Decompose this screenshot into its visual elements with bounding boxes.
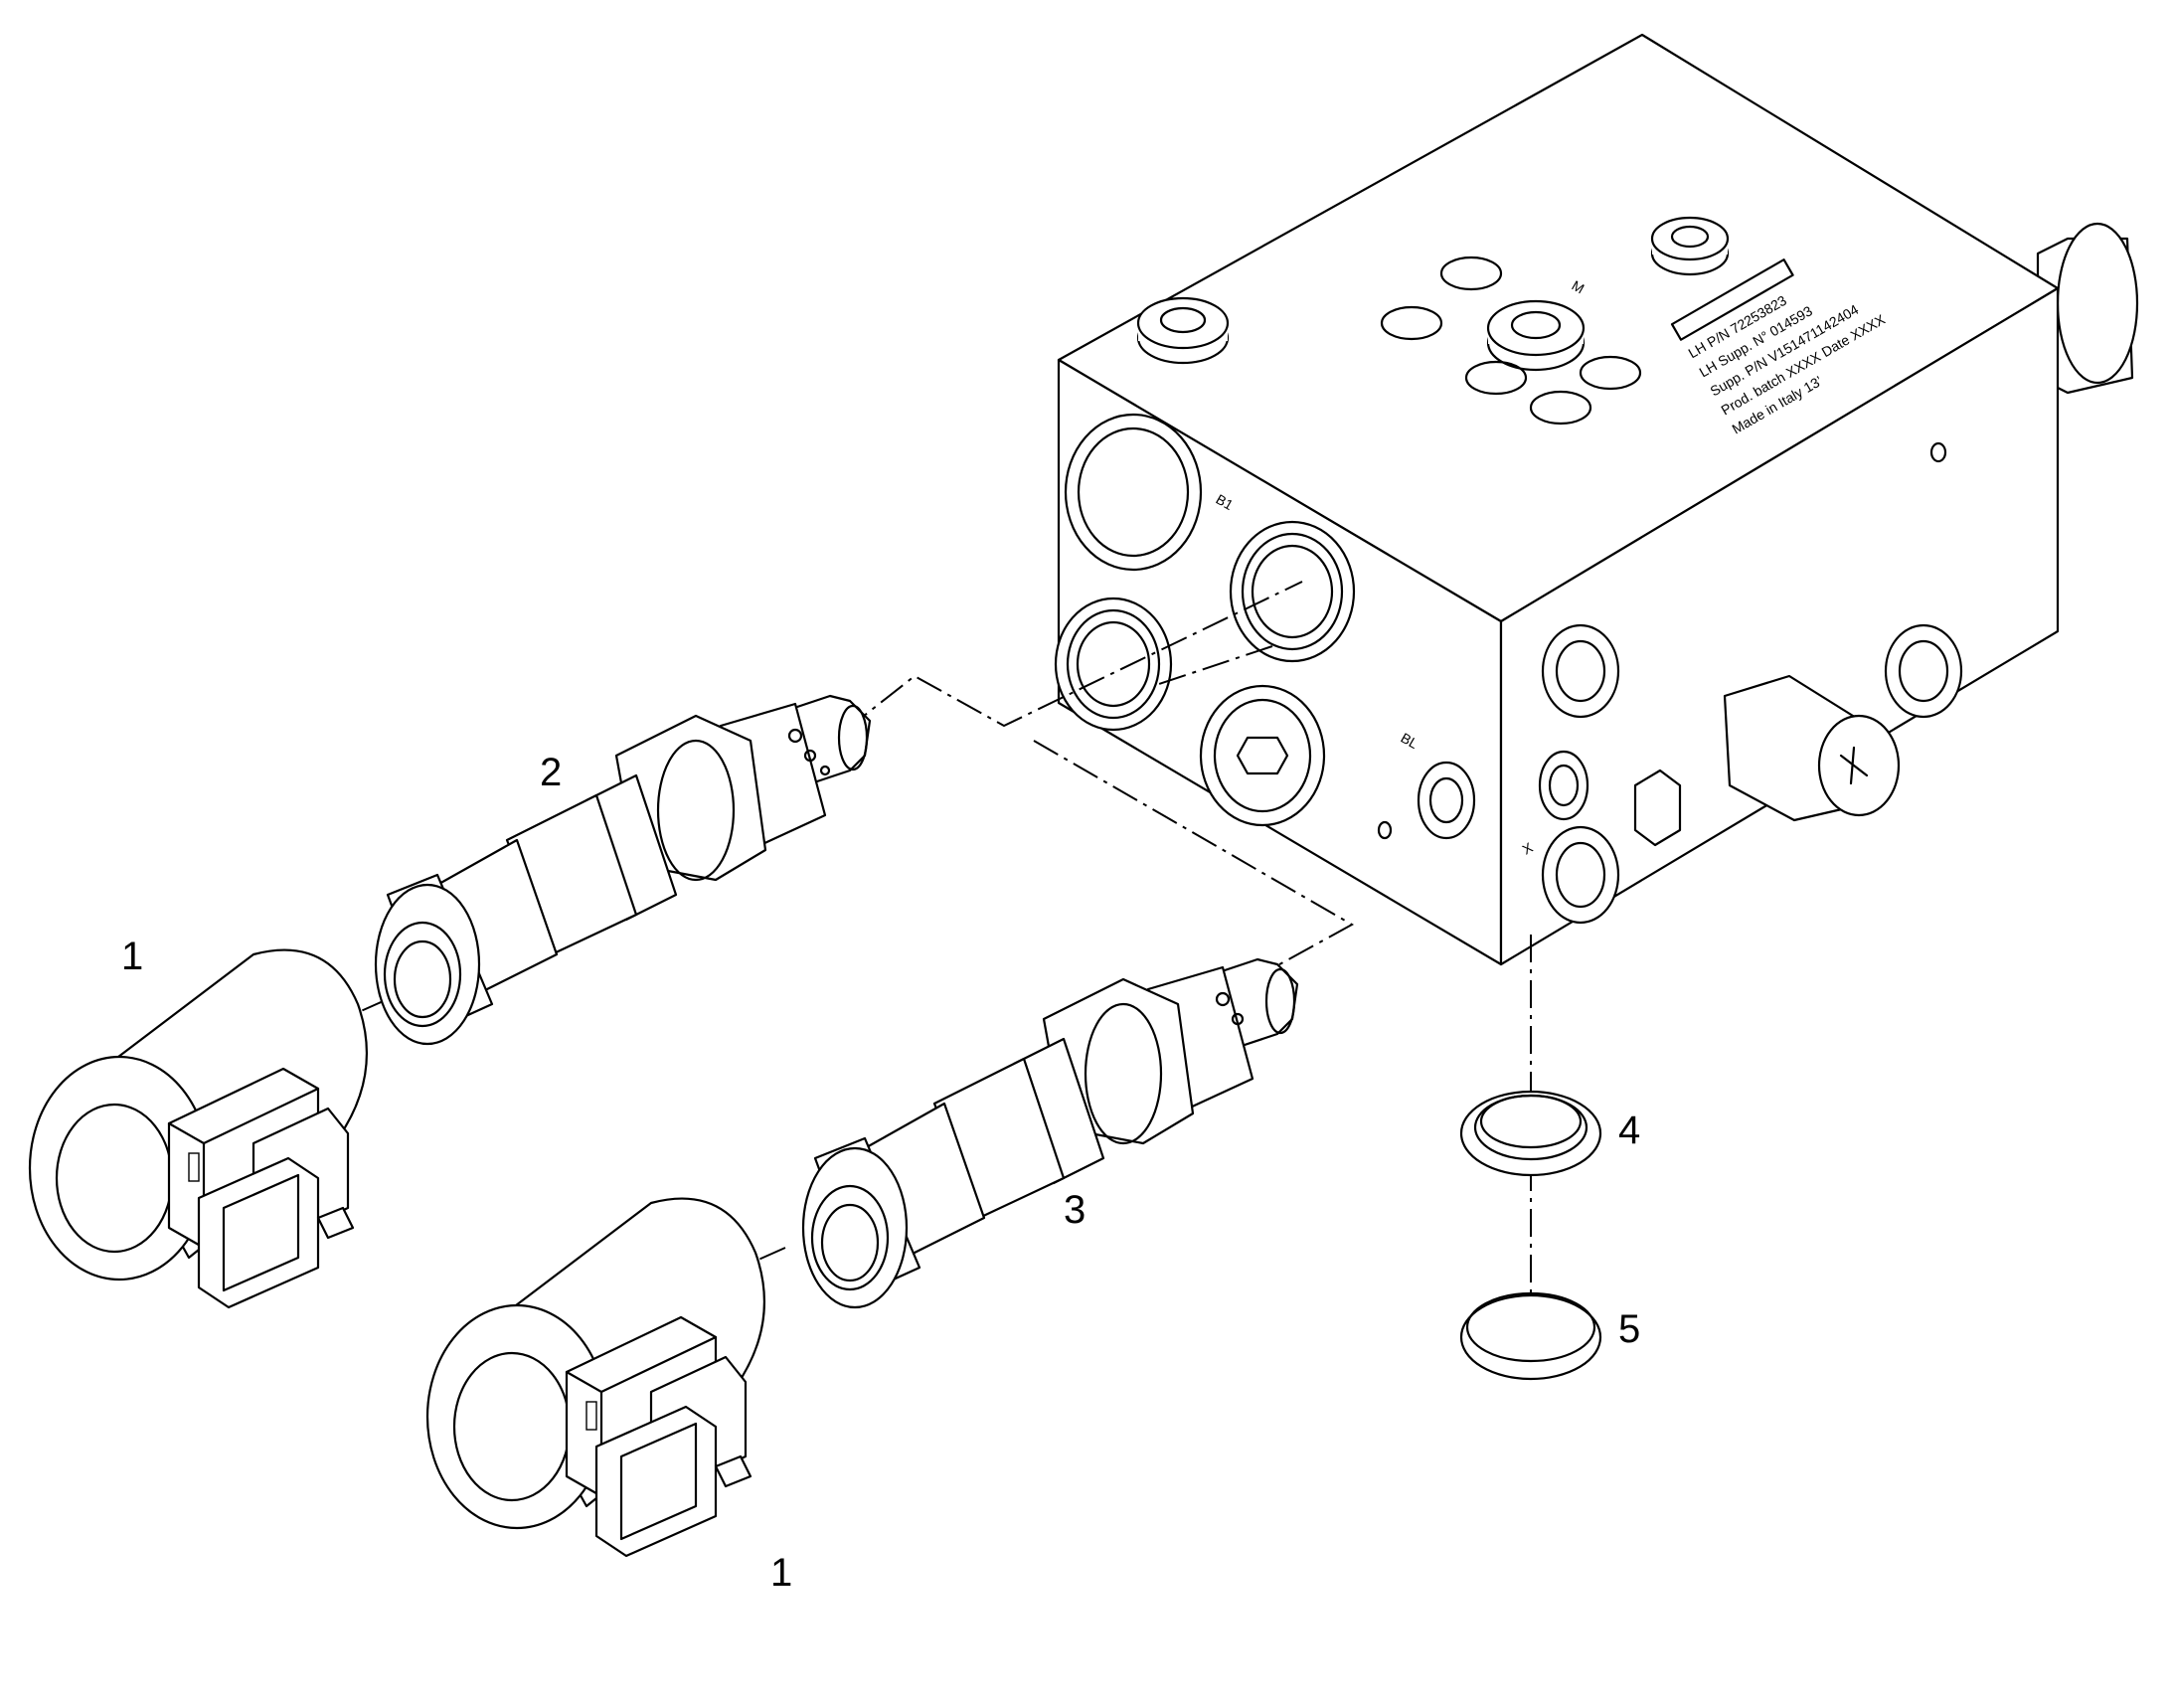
- cartridge-valve-lower: [801, 957, 1299, 1309]
- right-hex-nut: [1633, 769, 1682, 847]
- callout-cartridge-lower: 3: [1064, 1188, 1086, 1232]
- right-plug-upper-right: [1884, 623, 1963, 719]
- port-marking-bl: BL: [1399, 730, 1421, 753]
- callout-labels: 1 1 2 3 4 5: [121, 751, 1640, 1595]
- port-cartridge-lower: [1054, 597, 1173, 732]
- callout-seal-upper: 4: [1618, 1109, 1640, 1152]
- top-face-holes: [1380, 256, 1642, 426]
- right-plug-lower: [1541, 825, 1620, 925]
- block-side-boss: [2036, 222, 2139, 395]
- callout-seal-lower: 5: [1618, 1307, 1640, 1351]
- port-b1-large: [1064, 413, 1203, 572]
- port-cartridge-upper: [1229, 520, 1356, 663]
- front-hex-plug: [1199, 684, 1326, 827]
- callout-cartridge-upper: 2: [540, 751, 562, 794]
- callout-coil-upper: 1: [121, 935, 143, 978]
- cartridge-valve-upper: [374, 694, 872, 1046]
- right-face-pin: [1929, 441, 1947, 463]
- right-cap-fitting: [1723, 674, 1901, 822]
- top-plug-left: [1136, 296, 1230, 365]
- valve-block: LH P/N 72253823 LH Supp. N° 014593 Supp.…: [1054, 33, 2139, 966]
- top-plug-center: [1486, 299, 1586, 372]
- solenoid-coil-upper: [28, 948, 368, 1309]
- solenoid-coil-lower: [425, 1197, 765, 1558]
- right-small-plug: [1538, 750, 1589, 821]
- port-bl-plug: [1377, 761, 1476, 840]
- seal-ring-lower: [1459, 1291, 1602, 1381]
- right-plug-upper-left: [1541, 623, 1620, 719]
- top-plug-rear: [1650, 216, 1730, 276]
- seal-ring-upper: [1459, 1090, 1602, 1177]
- port-marking-b1: B1: [1214, 491, 1237, 514]
- callout-coil-lower: 1: [770, 1551, 792, 1595]
